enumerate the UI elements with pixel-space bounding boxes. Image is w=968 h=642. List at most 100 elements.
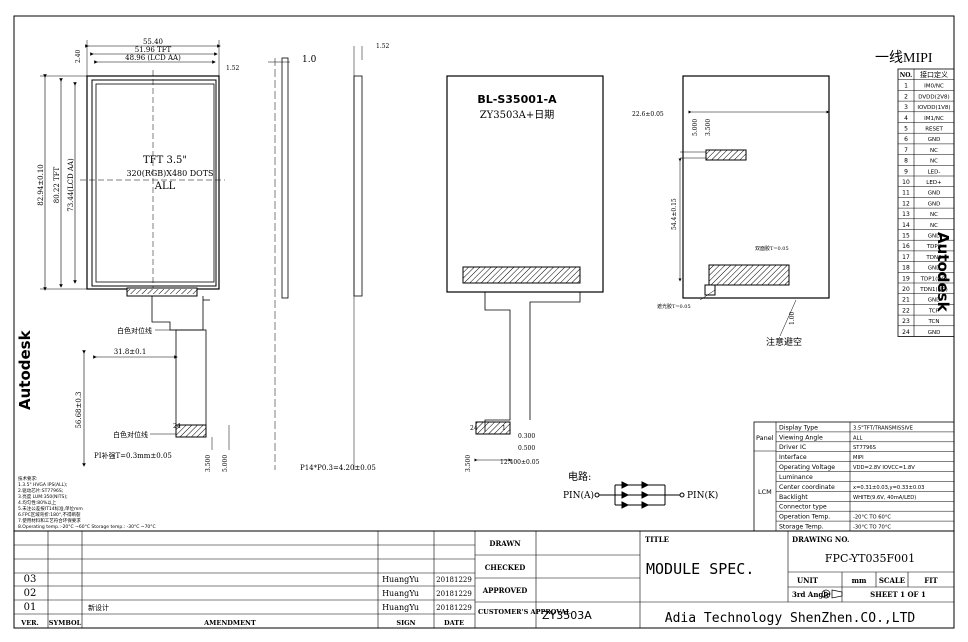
rev-ver-3: 03 <box>24 574 37 585</box>
pin-table-no: 12 <box>902 200 910 207</box>
projection-symbol-icon <box>821 589 843 599</box>
spec-row-value: ST7796S <box>853 445 876 451</box>
white-mark-label-1: 白色对位线 <box>117 326 152 335</box>
hdr-ver: VER. <box>20 619 39 627</box>
fpc-upper <box>151 296 204 331</box>
back-view: BL-S35001-A ZY3503A+日期 24 1 0.300 0.500 … <box>446 75 604 472</box>
angle-label: 3rd Angle <box>792 590 831 599</box>
dim-front-top-2: 51.96 TFT <box>135 46 172 54</box>
approved-label: APPROVED <box>482 586 528 595</box>
spec-row-label: Backlight <box>779 494 808 501</box>
pi-stiffener-note: PI补强T=0.3mm±0.05 <box>94 451 172 460</box>
pin-table-no: 1 <box>904 83 908 90</box>
pin-table-def: IM1/NC <box>924 116 944 122</box>
pin-table-def: TDP1(NC) <box>920 276 948 282</box>
side-dim-top: 1.52 <box>376 43 390 50</box>
pin-table-def: GND <box>928 191 941 197</box>
title-label: TITLE <box>645 535 669 544</box>
pin-table-no: 19 <box>902 275 910 282</box>
pin-table-no: 24 <box>902 329 910 336</box>
dim-fpc-length: 56.68±0.3 <box>75 391 83 428</box>
detail-dim-a: 22.6±0.05 <box>632 111 664 118</box>
hdr-symbol: SYMBOL <box>49 619 82 627</box>
pin-table-def: GND <box>928 330 941 336</box>
pin-table-title: 一线MIPI <box>875 50 933 66</box>
pin-table-def: LED+ <box>926 180 942 186</box>
title-value: MODULE SPEC. <box>646 560 754 578</box>
title-block: 03 02 01 新设计 HuangYu HuangYu HuangYu 201… <box>14 530 954 628</box>
spec-row-label: Interface <box>779 454 807 461</box>
pin-table-no: 5 <box>904 126 908 133</box>
scale-value: FIT <box>924 576 938 585</box>
pin-table-def: NC <box>930 159 938 165</box>
spec-row-value: -30°C TO 70°C <box>853 525 891 531</box>
pin-table-no: 20 <box>902 286 910 293</box>
pin-a-label: PIN(A) <box>563 490 594 501</box>
spec-row-value: 3.5"TFT/TRANSMISSIVE <box>853 425 913 431</box>
company-name: Adia Technology ShenZhen.CO.,LTD <box>665 611 916 626</box>
note-line: 3.亮度 LUM:350(NITS); <box>18 493 68 500</box>
dim-front-left-1: 82.94±0.10 <box>37 164 45 206</box>
note-line: 8.Operating temp.:-20°C ~60°C Storage te… <box>18 524 156 530</box>
hdr-date: DATE <box>444 619 464 627</box>
note-line: 4.均匀性:80%以上 <box>18 499 57 506</box>
pin-table-def: GND <box>928 266 941 272</box>
pin-number-24: 24 <box>173 423 181 430</box>
detail-dim-c: 3.500 <box>705 119 712 136</box>
spec-row-value: x=0.31±0.03,y=0.33±0.03 <box>853 485 924 491</box>
spec-row-label: Operation Temp. <box>779 514 830 521</box>
dim-front-top-1: 55.40 <box>143 38 163 46</box>
pin-table-def: DVDD(2V8) <box>918 94 949 100</box>
pin-table-no: 7 <box>904 147 908 154</box>
rev-date-3: 20181229 <box>436 576 472 584</box>
pin-table-no: 21 <box>902 297 910 304</box>
pin-table-def: NC <box>930 212 938 218</box>
spec-row-label: Connector type <box>779 504 827 511</box>
detail-dim-e: 1.00 <box>789 311 796 325</box>
pin-table-def: NC <box>930 223 938 229</box>
pin-table-def: RESET <box>925 127 943 133</box>
spec-row-label: Storage Temp. <box>779 524 824 531</box>
drawn-label: DRAWN <box>489 539 521 548</box>
detail-note-tape: 遮光胶T=0.05 <box>657 303 691 310</box>
watermark-left: Autodesk <box>16 329 34 410</box>
circuit-title: 电路: <box>568 470 591 483</box>
spec-row-label: Display Type <box>779 424 818 431</box>
pin-table-def: GND <box>928 298 941 304</box>
detail-dim-d: 54.4±0.15 <box>671 198 678 230</box>
hdr-amendment: AMENDMENT <box>203 619 256 627</box>
front-active-area <box>95 83 215 283</box>
detail-note-fpc: 双面胶T=0.05 <box>755 245 789 252</box>
pin-table-def: GND <box>928 137 941 143</box>
pin-table-def: IM0/NC <box>924 84 944 90</box>
spec-row-value: ALL <box>853 435 862 441</box>
pin-table-def: TDP0 <box>926 244 942 250</box>
sheet-label: SHEET 1 OF 1 <box>870 590 926 599</box>
pin-table-no: 17 <box>902 254 910 261</box>
dim-front-left-3: 73.44(LCD AA) <box>67 158 75 212</box>
rev-ver-2: 02 <box>24 588 37 599</box>
pin-table-no: 8 <box>904 158 908 165</box>
pin-table-def: TCP <box>928 308 940 314</box>
spec-row-label: Center coordinate <box>779 484 835 491</box>
note-line: 6.FPC区域弯折:180°,不得断裂 <box>18 511 81 518</box>
unit-value: mm <box>852 576 867 585</box>
pin-table-no: 6 <box>904 136 908 143</box>
spec-row-label: Luminance <box>779 474 813 481</box>
rev-amend-1: 新设计 <box>88 603 109 612</box>
note-line: 1.3.5" HVGA IPS(ALL); <box>18 482 67 488</box>
fpc-contacts <box>175 424 207 438</box>
back-dim-2: 0.500 <box>518 445 535 452</box>
customer-approval-label: CUSTOMER'S APPROVAL <box>478 608 571 616</box>
rev-sign-2: HuangYu <box>382 589 419 598</box>
dim-front-left-2: 80.22 TFT <box>53 166 61 203</box>
pin-table-no: 3 <box>904 104 908 111</box>
spec-row-value: -20°C TO 60°C <box>853 515 891 521</box>
detail-view: 22.6±0.05 5.000 3.500 54.4±0.15 双面胶T=0.0… <box>632 75 830 348</box>
note-line: 技术要求: <box>18 475 38 482</box>
spec-row-label: Viewing Angle <box>779 434 823 441</box>
back-sub-label: ZY3503A+日期 <box>480 109 555 121</box>
side-view: 1.0 P14*P0.3=4.20±0.05 1.52 <box>268 43 390 472</box>
pin-table-no: 14 <box>902 222 910 229</box>
pin-table-no: 18 <box>902 265 910 272</box>
